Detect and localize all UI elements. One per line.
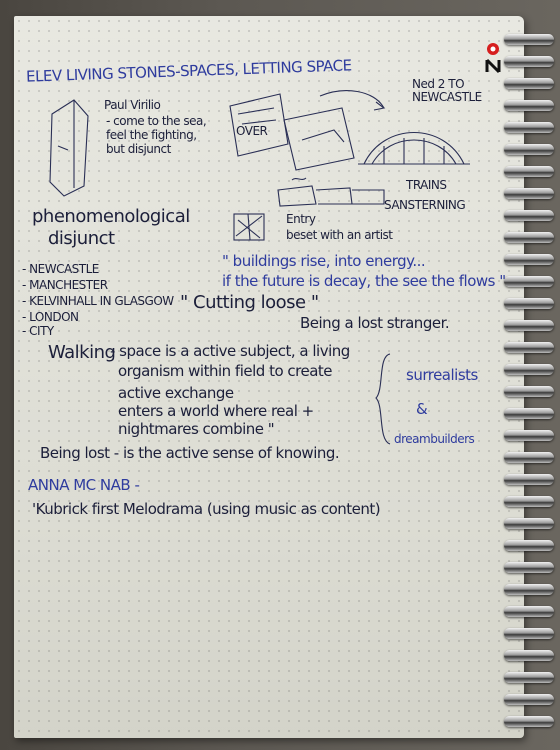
kubrick-text: 'Kubrick first Melodrama (using music as… (32, 500, 381, 518)
list-item-newcastle: - NEWCASTLE (22, 262, 99, 276)
being-lost-text: Being lost - is the active sense of know… (40, 444, 340, 462)
space-line-2: organism within field to create (118, 362, 333, 380)
postcard-sketches (229, 90, 386, 171)
entry-artist-text: beset with an artist (286, 228, 393, 242)
dreambuilders-text: dreambuilders (394, 432, 475, 446)
list-item-manchester: - MANCHESTER (22, 278, 108, 292)
brace-sketch (375, 353, 391, 445)
spiral-binding (504, 20, 560, 740)
notebook-brand-logo (485, 43, 501, 74)
anna-mcnab-text: ANNA MC NAB - (28, 476, 140, 494)
space-line-4: enters a world where real + (118, 402, 314, 420)
cutting-loose-text: " Cutting loose " (180, 292, 319, 313)
crystal-sketch (49, 99, 89, 197)
sansterning-label: SANSTERNING (384, 198, 466, 212)
page-heading: ELEV LIVING STONES-SPACES, LETTING SPACE (25, 56, 352, 86)
list-item-city: - CITY (22, 324, 54, 338)
virilio-note-3: but disjunct (106, 142, 171, 156)
virilio-note-1: - come to the sea, (106, 114, 207, 128)
entry-box-sketch (233, 213, 265, 241)
space-line-3: active exchange (118, 384, 234, 402)
quote-line-1: " buildings rise, into energy... (222, 252, 426, 270)
entry-text: Entry (286, 212, 316, 226)
postcard-label: OVER (236, 124, 268, 138)
bridge-sketch (358, 132, 470, 165)
virilio-name: Paul Virilio (104, 98, 161, 112)
being-a-lost-stranger-text: Being a lost stranger. (300, 314, 450, 332)
phenomenological-text: phenomenological (32, 206, 190, 227)
virilio-note-2: feel the fighting, (106, 128, 197, 142)
space-line-1: - space is a active subject, a living (110, 342, 350, 360)
walking-text: Walking (48, 342, 116, 363)
surrealists-text: surrealists (406, 366, 478, 384)
disjunct-text: disjunct (48, 228, 115, 249)
list-item-london: - LONDON (22, 310, 79, 324)
train-sketch (277, 177, 385, 207)
space-line-5: nightmares combine " (118, 420, 275, 438)
notebook-page: ELEV LIVING STONES-SPACES, LETTING SPACE… (14, 16, 524, 738)
newcastle-note: Ned 2 TO NEWCASTLE (412, 77, 482, 104)
quote-line-2: if the future is decay, the see the flow… (222, 272, 506, 290)
list-item-glasgow: - KELVINHALL IN GLASGOW (22, 294, 174, 308)
ampersand-text: & (416, 400, 428, 418)
trains-label: TRAINS (406, 178, 447, 192)
